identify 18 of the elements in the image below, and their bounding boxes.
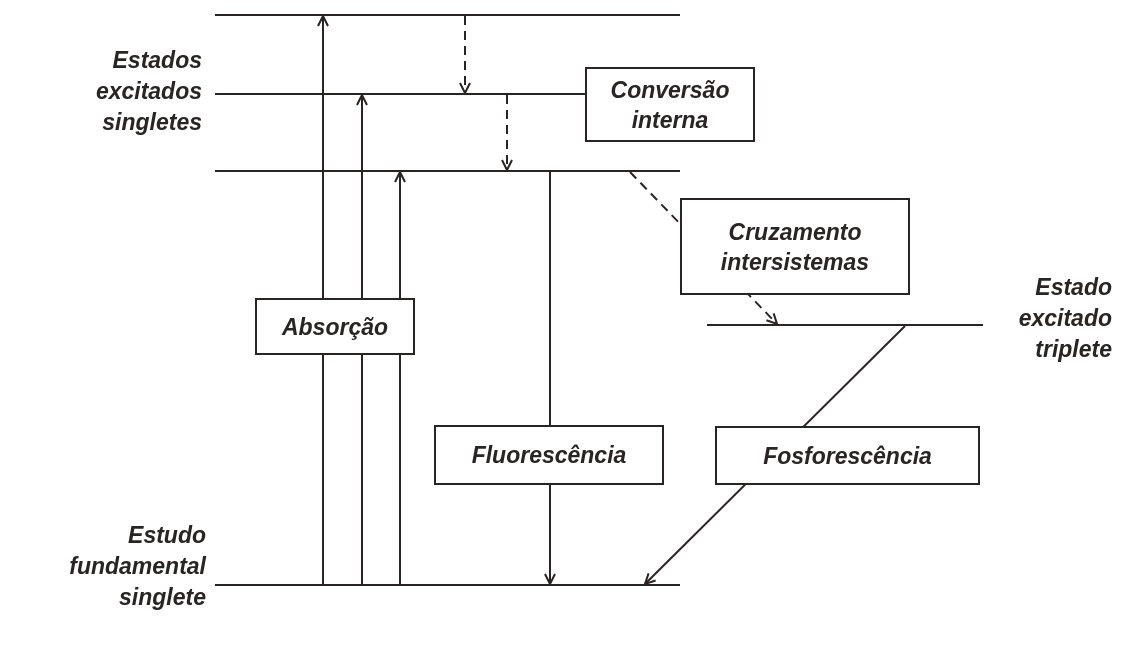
level-label: Estudo fundamental singlete <box>68 521 206 612</box>
energy-level-line <box>707 324 983 326</box>
level-label: Estado excitado triplete <box>1017 273 1112 364</box>
edge-label: Fluorescência <box>434 425 664 485</box>
arrow <box>356 94 368 585</box>
energy-level-line <box>215 584 680 586</box>
edge-label: Cruzamento intersistemas <box>680 198 910 295</box>
energy-level-line <box>215 170 680 172</box>
process-box <box>585 67 755 142</box>
arrow <box>459 15 471 94</box>
energy-level-line <box>215 14 680 16</box>
edge-label: Absorção <box>255 298 415 355</box>
level-label: Estados excitados singletes <box>94 46 202 137</box>
arrow <box>501 94 513 171</box>
energy-level-line <box>215 93 585 95</box>
process-label: Conversão interna <box>609 75 731 135</box>
edge-label: Fosforescência <box>715 426 980 485</box>
arrow <box>317 15 329 585</box>
